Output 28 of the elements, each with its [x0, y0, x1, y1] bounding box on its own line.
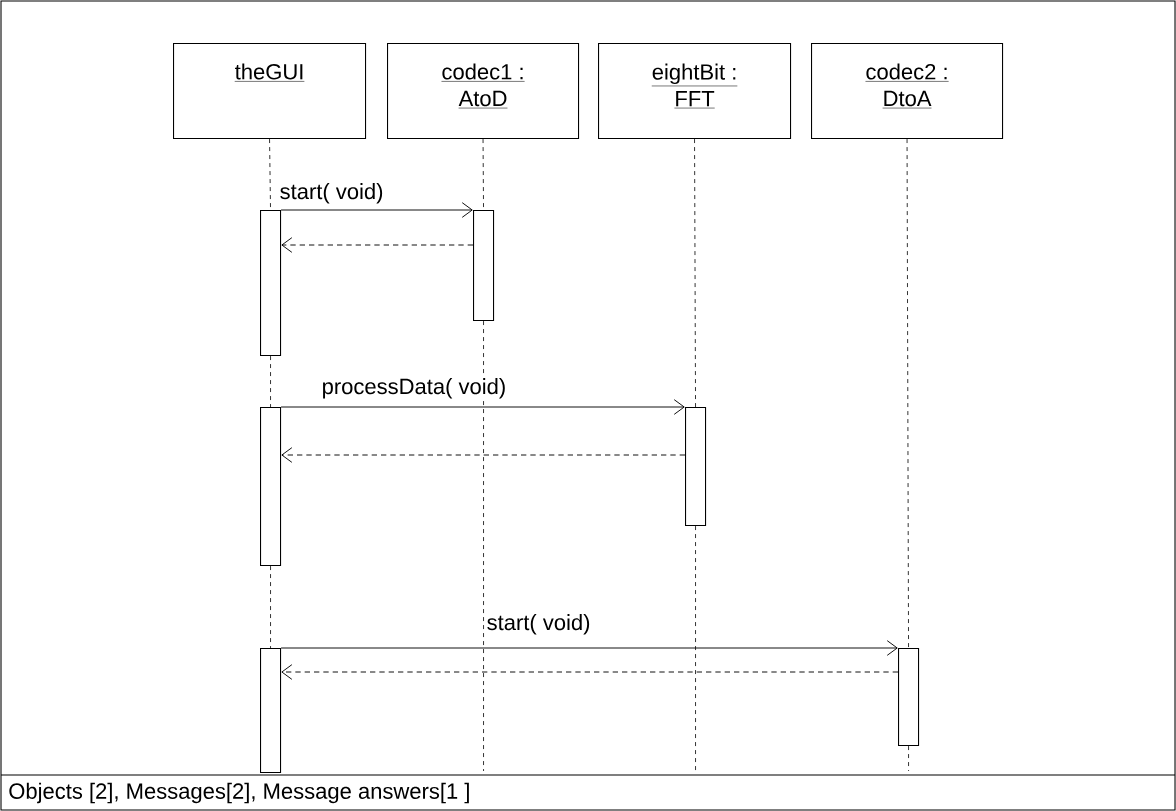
- return-arrow: [281, 447, 686, 463]
- lifeline: [694, 138, 696, 408]
- lifeline: [906, 138, 909, 649]
- message-label: start( void): [278, 181, 385, 205]
- message-arrow: [280, 640, 898, 656]
- lifeline: [270, 565, 271, 649]
- activation-bar: [898, 648, 920, 747]
- activation-bar: [260, 210, 282, 357]
- lifeline: [908, 745, 909, 772]
- object-box: theGUI: [173, 43, 367, 140]
- object-box: eightBit : FFT: [598, 43, 792, 140]
- object-box: codec2 : DtoA: [811, 43, 1004, 140]
- message-label: processData( void): [320, 376, 508, 400]
- return-arrow: [281, 664, 899, 680]
- return-arrow: [281, 237, 474, 253]
- caption: Objects [2], Messages[2], Message answers[1 ]: [9, 782, 469, 804]
- activation-bar: [260, 407, 282, 567]
- lifeline: [270, 355, 271, 408]
- activation-bar: [260, 648, 282, 774]
- message-arrow: [280, 202, 473, 218]
- object-box: codec1 : AtoD: [387, 43, 580, 140]
- lifeline: [269, 138, 271, 211]
- lifeline: [483, 320, 484, 772]
- message-label: start( void): [485, 612, 592, 636]
- activation-bar: [685, 407, 707, 527]
- lifeline: [482, 138, 484, 211]
- message-arrow: [280, 399, 685, 415]
- activation-bar: [473, 210, 495, 322]
